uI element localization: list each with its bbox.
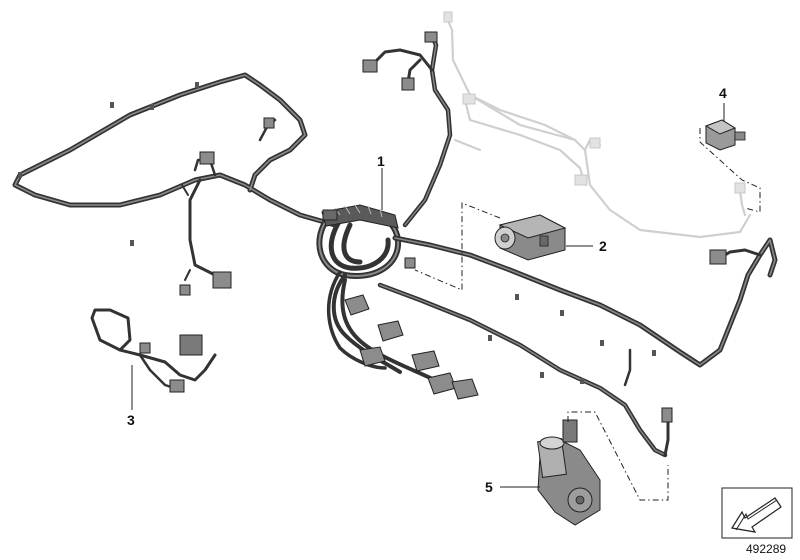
- ghost-harness: [443, 11, 752, 239]
- callout-1: 1: [377, 153, 385, 169]
- callout-2: 2: [599, 238, 607, 254]
- harness-clips: [18, 82, 656, 384]
- main-wiring-harness: [12, 31, 778, 458]
- connector: [179, 284, 191, 296]
- connector: [404, 257, 416, 269]
- actuator-part-5: [537, 419, 601, 526]
- clip-part-4: [704, 119, 746, 151]
- connector: [451, 378, 479, 400]
- connector: [709, 249, 727, 265]
- connector: [199, 151, 215, 165]
- connector: [427, 372, 457, 395]
- connector: [661, 407, 673, 423]
- harness-center-bundle: [316, 204, 447, 387]
- assembly-lines: [414, 128, 761, 501]
- arrow-orientation-icon: [721, 487, 793, 539]
- actuator-motor-part-2: [494, 214, 567, 261]
- connector: [212, 271, 232, 289]
- sub-harness-part-3: [90, 308, 217, 393]
- connector: [344, 294, 370, 316]
- connector: [411, 350, 440, 372]
- connector: [401, 77, 415, 91]
- callout-3: 3: [127, 412, 135, 428]
- callout-5: 5: [485, 479, 493, 495]
- callout-4: 4: [719, 85, 727, 101]
- connector: [263, 117, 275, 129]
- connector: [359, 346, 386, 367]
- connector: [362, 59, 378, 73]
- connector: [377, 320, 404, 342]
- harness-left-loop: [12, 72, 338, 287]
- harness-connectors: [179, 31, 727, 423]
- harness-upper-branch: [370, 35, 453, 228]
- reference-number: 492289: [746, 542, 786, 556]
- connector: [424, 31, 438, 43]
